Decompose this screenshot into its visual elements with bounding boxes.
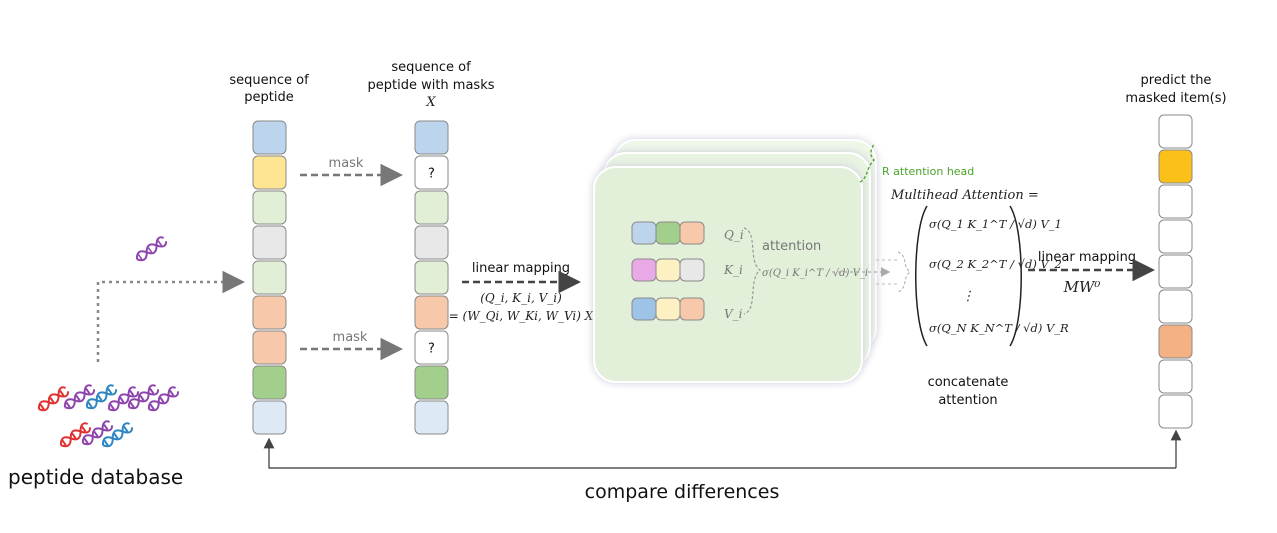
sequence-label-line2: peptide [244,90,293,105]
output-cell-6 [1158,289,1193,324]
masked-label-line2: peptide with masks [367,78,494,93]
mask-placeholder: ? [428,342,435,357]
sequence-label-line1: sequence of [229,73,309,88]
output-label-line2: masked item(s) [1125,91,1226,106]
multihead-row-n: σ(Q_N K_N^T / √d) V_R [929,321,1069,335]
compare-arrow-left [263,437,1176,469]
sequence-cell-1 [252,120,287,155]
mw-label: MW⁰ [1063,278,1101,296]
query-cell-1 [631,221,657,245]
query-row [631,221,705,245]
masked-column: ?? [414,120,449,435]
output-cell-8 [1158,359,1193,394]
masked-cell-1 [414,120,449,155]
head-output-arrow-ghost [876,259,898,285]
value-cell-3 [679,297,705,321]
masked-cell-3 [414,190,449,225]
output-cell-1 [1158,114,1193,149]
sequence-cell-7 [252,330,287,365]
attention-formula: σ(Q_i K_i^T / √d) V_i [762,268,868,279]
mask-label-top: mask [329,156,364,171]
multihead-row-dots: ⋮ [962,289,975,304]
output-label-line1: predict the [1141,73,1212,88]
masked-cell-7 [414,330,449,365]
value-row [631,297,705,321]
key-cell-1 [631,258,657,282]
sequence-cell-4 [252,225,287,260]
qkv-rhs: = (W_Qi, W_Ki, W_Vi) X [449,309,594,323]
output-cell-3 [1158,184,1193,219]
sequence-cell-5 [252,260,287,295]
head-merge-brace [897,251,911,293]
sequence-cell-8 [252,365,287,400]
concat-label-line1: concatenate [928,375,1009,390]
q-label: Q_i [724,228,744,242]
sequence-cell-3 [252,190,287,225]
key-cell-2 [655,258,681,282]
query-cell-3 [679,221,705,245]
query-cell-2 [655,221,681,245]
database-arrow [96,270,245,362]
output-cell-7 [1158,324,1193,359]
output-cell-4 [1158,219,1193,254]
sequence-cell-2 [252,155,287,190]
linear-mapping-label-2: linear mapping [1038,250,1136,265]
sequence-cell-6 [252,295,287,330]
masked-cell-5 [414,260,449,295]
masked-cell-4 [414,225,449,260]
concat-label-line2: attention [938,393,997,408]
sequence-column [252,120,287,435]
key-cell-3 [679,258,705,282]
linear-mapping-label-1: linear mapping [472,261,570,276]
dna-icon-cluster [37,384,179,448]
dna-icon-small [135,236,167,262]
output-column [1158,114,1193,429]
r-attention-head-label: R attention head [882,165,974,178]
key-row [631,258,705,282]
qkv-brace [743,227,761,315]
v-label: V_i [724,307,743,321]
matrix-left-paren [915,205,928,347]
masked-cell-8 [414,365,449,400]
value-cell-2 [655,297,681,321]
attention-word: attention [762,239,821,254]
output-cell-5 [1158,254,1193,289]
sequence-cell-9 [252,400,287,435]
head-count-brace [859,143,875,183]
masked-label-symbol: X [425,95,436,110]
masked-label-line1: sequence of [391,60,471,75]
multihead-title: Multihead Attention = [890,188,1039,203]
compare-differences-label: compare differences [585,481,780,503]
masked-cell-2 [414,155,449,190]
value-cell-1 [631,297,657,321]
multihead-row-1: σ(Q_1 K_1^T / √d) V_1 [929,217,1062,231]
output-cell-9 [1158,394,1193,429]
mask-placeholder: ? [428,167,435,182]
mask-label-bottom: mask [333,330,368,345]
matrix-right-paren [1009,205,1022,347]
database-label: peptide database [8,465,183,489]
masked-cell-9 [414,400,449,435]
multihead-row-2: σ(Q_2 K_2^T / √d) V_2 [929,257,1062,271]
masked-cell-6 [414,295,449,330]
k-label: K_i [723,263,743,277]
output-cell-2 [1158,149,1193,184]
qkv-lhs: (Q_i, K_i, V_i) [480,291,562,305]
